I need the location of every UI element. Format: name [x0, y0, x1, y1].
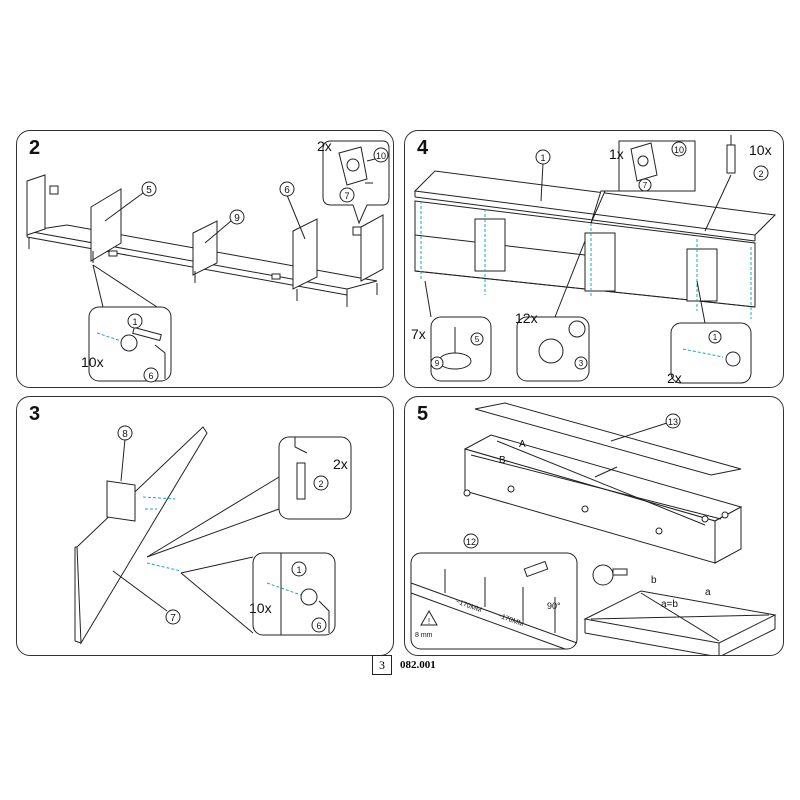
callout-7: 7	[344, 191, 349, 201]
callout-1-4b: 1	[713, 333, 718, 342]
back-panel-13	[474, 402, 742, 476]
svg-text:!: !	[428, 617, 430, 626]
tape-measure	[592, 564, 628, 586]
callout-7-3: 7	[170, 613, 176, 624]
screw-detail-bubble-3: 1 6	[252, 552, 336, 636]
step-2-panel: 2 5 9	[16, 130, 394, 388]
callout-6: 6	[284, 185, 290, 196]
left-side-panel	[26, 174, 46, 236]
page-footer: 3 082.001	[372, 655, 436, 675]
bracket-detail-bubble: 10 7	[322, 140, 390, 225]
qty-screw-10x-3: 10x	[249, 600, 272, 616]
nailing-detail-bubble: 12 ~170MM ~170MM ! 8 mm 90°	[410, 533, 578, 650]
callout-1-3: 1	[296, 565, 301, 575]
callout-7-4: 7	[643, 181, 648, 190]
diagonal-check: a b a=b	[583, 575, 777, 655]
partition-5	[90, 188, 122, 262]
diag-b: b	[651, 575, 657, 586]
callout-1-top: 1	[540, 153, 545, 163]
model-number: 082.001	[400, 659, 436, 671]
bracket-detail-bubble-4: 10 7	[590, 140, 696, 224]
side-panel-8	[106, 480, 136, 522]
qty-foot-7x: 7x	[411, 326, 426, 342]
label-A: A	[519, 439, 526, 450]
callout-1: 1	[132, 317, 137, 327]
top-board	[413, 170, 777, 236]
label-B: B	[499, 455, 506, 466]
callout-6b: 6	[148, 371, 153, 381]
callout-10: 10	[376, 151, 386, 161]
step-3-number: 3	[29, 403, 41, 425]
dowel-detail-bubble: 2	[278, 436, 352, 520]
step-2-number: 2	[29, 137, 41, 159]
back-board-7	[76, 426, 208, 645]
right-side-panel	[360, 214, 384, 282]
callout-12: 12	[466, 537, 476, 547]
qty-dowel-2x: 2x	[333, 456, 348, 472]
depth-8mm: 8 mm	[415, 632, 433, 639]
step-5-illustration: 13 A B 12 ~17	[410, 402, 777, 655]
qty-bracket-1x: 1x	[609, 146, 624, 162]
qty-screw-10x: 10x	[81, 354, 104, 370]
equation-a-equals-b: a=b	[661, 599, 678, 610]
foot-detail-bubble: 5 9	[424, 280, 492, 382]
callout-8: 8	[122, 429, 128, 440]
qty-dowel-10x: 10x	[749, 142, 772, 158]
screw-detail-bubble: 1 6	[88, 306, 172, 383]
callout-6-3: 6	[316, 621, 321, 631]
callout-3-4: 3	[579, 359, 584, 368]
qty-bracket-2x: 2x	[317, 138, 332, 154]
cabinet-carcass	[463, 434, 743, 564]
step-5-panel: 5 13 A B	[404, 396, 784, 656]
callout-5: 5	[146, 185, 152, 196]
step-4-number: 4	[417, 137, 429, 159]
callout-13: 13	[668, 417, 678, 427]
step-5-number: 5	[417, 403, 429, 425]
step-4-illustration: 1 10 7 1x 2 10x 5	[411, 135, 777, 386]
diag-a: a	[705, 587, 711, 598]
callout-5-4: 5	[475, 335, 480, 344]
screw-detail-bubble-4: 1	[670, 280, 752, 384]
step-4-panel: 4 1 10 7 1x	[404, 130, 784, 388]
dowel-insertion-detail: 2	[704, 135, 769, 232]
callout-9-4: 9	[435, 359, 440, 368]
step-3-illustration: 8 7 2 2x 1 6 10x	[74, 425, 352, 645]
step-3-panel: 3 8 7 2 2x	[16, 396, 394, 656]
callout-10-4: 10	[674, 145, 684, 155]
callout-9: 9	[234, 213, 240, 224]
step-2-illustration: 5 9 6 10 7 2x	[26, 138, 390, 383]
partition-9	[192, 220, 218, 276]
cam-detail-bubble: 3	[516, 240, 590, 382]
partition-6	[292, 218, 318, 290]
qty-cam-12x: 12x	[515, 310, 538, 326]
callout-2-4: 2	[758, 169, 763, 179]
page-number: 3	[372, 655, 392, 675]
qty-screw-2x: 2x	[667, 370, 682, 386]
angle-90: 90°	[547, 601, 561, 611]
callout-2-3: 2	[318, 479, 323, 489]
